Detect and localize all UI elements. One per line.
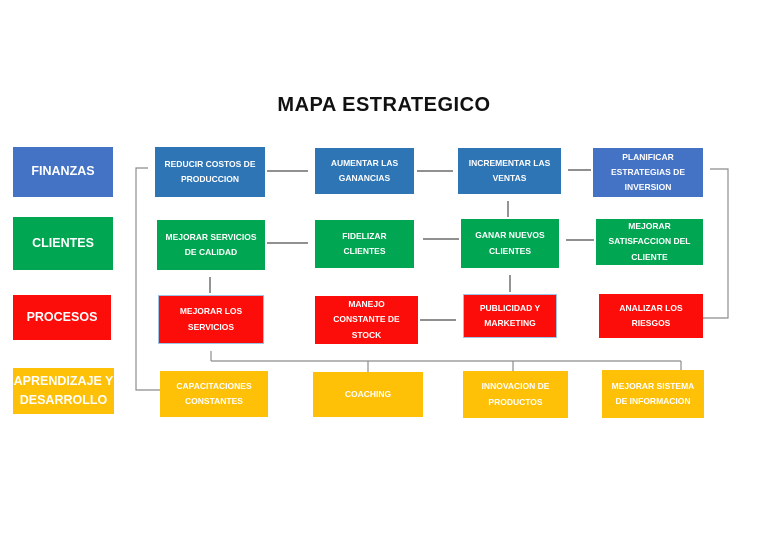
node-fidelizar-clientes: FIDELIZAR CLIENTES: [315, 220, 414, 268]
node-mejorar-servicios-de-calidad: MEJORAR SERVICIOS DE CALIDAD: [157, 220, 265, 270]
node-planificar-estrategias-de-inversion: PLANIFICAR ESTRATEGIAS DE INVERSION: [593, 148, 703, 197]
row-label-clientes: CLIENTES: [13, 217, 113, 270]
node-incrementar-las-ventas: INCREMENTAR LAS VENTAS: [458, 148, 561, 194]
connector-capacitaciones-to-reducir: [135, 167, 160, 391]
node-analizar-los-riesgos: ANALIZAR LOS RIESGOS: [599, 294, 703, 338]
node-publicidad-y-marketing: PUBLICIDAD Y MARKETING: [463, 294, 557, 338]
row-label-aprendizaje-y-desarrollo: APRENDIZAJE Y DESARROLLO: [13, 368, 114, 414]
node-coaching: COACHING: [313, 372, 423, 417]
node-mejorar-sistema-de-informacion: MEJORAR SISTEMA DE INFORMACION: [602, 370, 704, 418]
node-manejo-constante-de-stock: MANEJO CONSTANTE DE STOCK: [315, 296, 418, 344]
node-mejorar-los-servicios: MEJORAR LOS SERVICIOS: [158, 295, 264, 344]
node-ganar-nuevos-clientes: GANAR NUEVOS CLIENTES: [461, 219, 559, 268]
node-capacitaciones-constantes: CAPACITACIONES CONSTANTES: [160, 371, 268, 417]
row-label-finanzas: FINANZAS: [13, 147, 113, 197]
node-innovacion-de-productos: INNOVACION DE PRODUCTOS: [463, 371, 568, 418]
node-aumentar-las-ganancias: AUMENTAR LAS GANANCIAS: [315, 148, 414, 194]
connector-analizar-to-planificar: [703, 168, 729, 319]
node-mejorar-satisfaccion-del-cliente: MEJORAR SATISFACCION DEL CLIENTE: [596, 219, 703, 265]
page-title: MAPA ESTRATEGICO: [277, 94, 491, 116]
row-label-procesos: PROCESOS: [13, 295, 111, 340]
node-reducir-costos-de-produccion: REDUCIR COSTOS DE PRODUCCION: [155, 147, 265, 197]
